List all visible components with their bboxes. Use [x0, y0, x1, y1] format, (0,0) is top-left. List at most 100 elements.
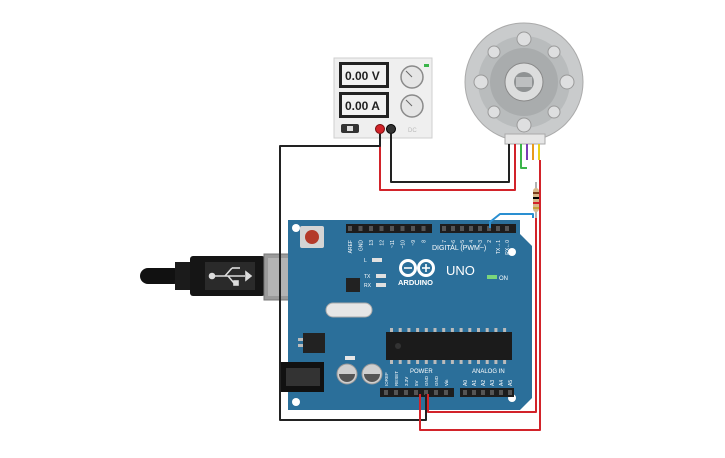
led-tx	[376, 274, 386, 278]
power-pin-hole[interactable]	[394, 390, 398, 395]
analog-pin-label: A3	[490, 380, 496, 386]
digital-pin-hole[interactable]	[460, 226, 464, 231]
digital-pin-label: AREF	[348, 240, 354, 253]
capacitor	[361, 363, 383, 385]
power-pin-label: GND	[434, 375, 439, 386]
atmega-chip	[386, 332, 512, 360]
analog-pin-hole[interactable]	[490, 390, 494, 395]
mounting-hole	[292, 398, 300, 406]
current-readout: 0.00 A	[345, 99, 380, 113]
cv-indicator	[424, 64, 429, 67]
wire-resistor-gnd[interactable]	[427, 218, 537, 413]
motor-connector	[504, 133, 546, 145]
resistor-smd	[345, 356, 355, 360]
analog-pin-label: A1	[472, 380, 478, 386]
wire-psu-negative-motor[interactable]	[390, 134, 510, 183]
power-pin-hole[interactable]	[424, 390, 428, 395]
digital-pin-label: GND	[359, 240, 365, 252]
capacitor	[336, 363, 358, 385]
current-knob[interactable]	[400, 94, 424, 118]
digital-pin-hole[interactable]	[390, 226, 394, 231]
digital-pin-label: TX→1	[496, 240, 502, 254]
analog-pin-label: A0	[463, 380, 469, 386]
led-tx-label: TX	[364, 274, 371, 280]
analog-label: ANALOG IN	[472, 369, 505, 375]
digital-pin-hole[interactable]	[451, 226, 455, 231]
digital-pin-hole[interactable]	[411, 226, 415, 231]
digital-pin-label: ~11	[390, 240, 396, 248]
digital-pin-label: ~3	[478, 240, 484, 246]
usb-chip	[346, 278, 360, 292]
wire-blue-digital[interactable]	[489, 213, 534, 228]
digital-pin-label: 13	[369, 240, 375, 246]
analog-pin-label: A4	[499, 380, 505, 386]
analog-pin-hole[interactable]	[463, 390, 467, 395]
servo-motor[interactable]	[464, 22, 584, 145]
power-pin-hole[interactable]	[444, 390, 448, 395]
power-pin-hole[interactable]	[414, 390, 418, 395]
digital-pin-label: 4	[469, 240, 475, 243]
power-pin-label: IOREF	[384, 372, 389, 386]
analog-pin-hole[interactable]	[508, 390, 512, 395]
power-pin-label: GND	[424, 375, 429, 386]
digital-pin-label: ~5	[460, 240, 466, 246]
arduino-model: UNO	[446, 263, 475, 278]
digital-pin-hole[interactable]	[469, 226, 473, 231]
digital-pin-label: 12	[380, 240, 386, 246]
mounting-hole	[508, 248, 516, 256]
power-pin-label: 5V	[414, 380, 419, 386]
power-pin-hole[interactable]	[434, 390, 438, 395]
voltage-knob[interactable]	[400, 65, 424, 89]
digital-pin-hole[interactable]	[442, 226, 446, 231]
digital-header-left[interactable]	[346, 224, 432, 233]
digital-pin-hole[interactable]	[369, 226, 373, 231]
negative-terminal[interactable]	[386, 124, 396, 134]
digital-pin-label: ~10	[401, 240, 407, 249]
psu-logo: DC	[408, 128, 417, 134]
analog-pin-hole[interactable]	[499, 390, 503, 395]
arduino-logo-icon	[399, 259, 435, 277]
wire-signal[interactable]	[520, 160, 527, 169]
power-label: POWER	[410, 369, 433, 375]
voltage-regulator	[303, 333, 325, 353]
digital-pin-hole[interactable]	[487, 226, 491, 231]
analog-pin-hole[interactable]	[481, 390, 485, 395]
digital-pin-hole[interactable]	[421, 226, 426, 231]
power-pin-hole[interactable]	[384, 390, 388, 395]
digital-pin-label: 7	[442, 240, 448, 243]
analog-header[interactable]	[460, 388, 514, 397]
digital-pin-hole[interactable]	[496, 226, 500, 231]
analog-pin-label: A5	[508, 380, 514, 386]
digital-pin-hole[interactable]	[505, 226, 509, 231]
on-label: ON	[499, 276, 508, 282]
positive-terminal[interactable]	[375, 124, 385, 134]
digital-pin-hole[interactable]	[358, 226, 363, 231]
digital-pin-label: ~6	[451, 240, 457, 246]
digital-pin-hole[interactable]	[348, 226, 352, 231]
analog-pin-label: A2	[481, 380, 487, 386]
crystal	[325, 302, 373, 318]
digital-label: DIGITAL (PWM~)	[432, 245, 486, 252]
digital-pin-hole[interactable]	[400, 226, 405, 231]
power-pin-label: RESET	[394, 371, 399, 386]
led-l	[372, 258, 382, 262]
dc-power-supply[interactable]: 0.00 V 0.00 A DC	[333, 57, 433, 139]
usb-icon	[208, 267, 253, 286]
wire-psu-ground-arduino[interactable]	[279, 134, 427, 421]
digital-pin-label: RX←0	[505, 240, 511, 255]
analog-pin-hole[interactable]	[472, 390, 476, 395]
digital-pin-label: 8	[422, 240, 428, 243]
mounting-hole	[292, 224, 300, 232]
led-l-label: L	[364, 258, 367, 264]
digital-pin-hole[interactable]	[379, 226, 384, 231]
power-pin-hole[interactable]	[404, 390, 408, 395]
digital-pin-hole[interactable]	[478, 226, 482, 231]
wire-psu-positive-motor[interactable]	[379, 134, 516, 191]
wire-5v-motor[interactable]	[419, 160, 541, 431]
led-rx	[376, 283, 386, 287]
voltage-readout: 0.00 V	[345, 69, 380, 83]
resistor[interactable]	[533, 182, 539, 218]
power-led	[487, 275, 497, 279]
